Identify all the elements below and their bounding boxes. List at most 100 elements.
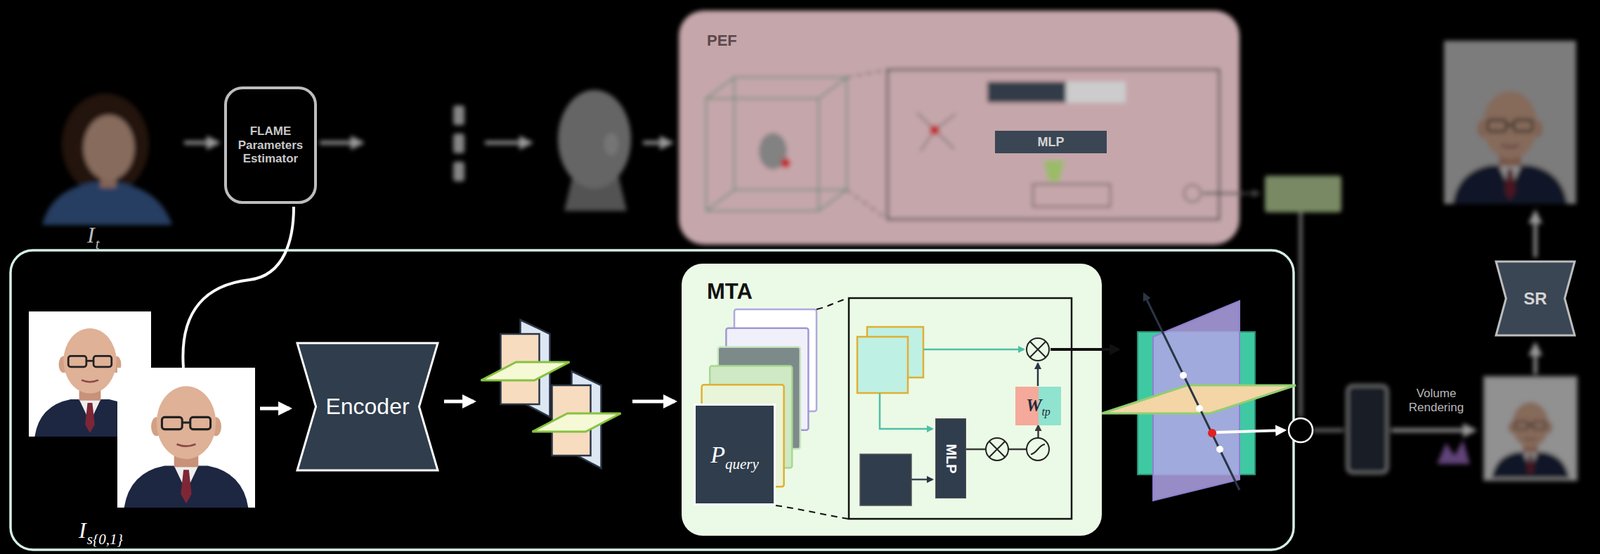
- text-group: FLAME Parameters Estimator: [231, 124, 310, 166]
- detail-frame: [848, 297, 1072, 519]
- flow-arrow: [642, 141, 672, 145]
- target-photo: [42, 93, 173, 225]
- flow-arrow: [1533, 212, 1538, 258]
- triplane-icon: [532, 371, 622, 468]
- node-text: Encoder: [325, 393, 409, 419]
- faded-renderer: [1264, 40, 1577, 480]
- flow-arrow: [632, 399, 675, 404]
- multiply-operator: [989, 441, 1005, 457]
- sr-block: SR: [1494, 259, 1577, 337]
- sigmoid-operator: [1030, 444, 1045, 454]
- volume-cube: [706, 189, 735, 211]
- flow-arrow: [444, 399, 474, 404]
- triplane-sampling: [1179, 371, 1187, 379]
- source-photos: [28, 311, 256, 508]
- volume-cube: [818, 189, 847, 211]
- image-label: I: [78, 517, 87, 544]
- node-text: P: [710, 441, 726, 468]
- operator-circle: [1184, 184, 1201, 202]
- volume-cube: [706, 77, 735, 99]
- weight-wire: [1037, 363, 1040, 386]
- text-group: Encoder: [325, 393, 409, 420]
- faded-pipeline: [42, 89, 672, 225]
- sigmoid-operator: [1026, 437, 1050, 461]
- flow-arrow: [184, 141, 218, 145]
- triplane-sampling: [1288, 418, 1313, 442]
- text-group: Pquery: [710, 440, 759, 468]
- flow-arrow: [259, 406, 290, 411]
- triplane-sampling: [1207, 428, 1217, 438]
- k-points-symbol: [916, 112, 956, 152]
- k-points-symbol: [929, 125, 940, 135]
- inner-frame: [887, 69, 1220, 220]
- hourglass-shape: [297, 342, 438, 471]
- mlp-box: MLP: [935, 418, 967, 499]
- target-photo: [61, 93, 149, 195]
- triplane-sampling: [1216, 445, 1224, 453]
- multiply-operator: [1026, 337, 1050, 361]
- head-mesh: [557, 89, 632, 211]
- weight-symbol: [1043, 160, 1065, 182]
- pef-panel-fill: [678, 10, 1240, 245]
- multiply-operator: [1026, 337, 1050, 361]
- query-card: Pquery: [693, 403, 776, 506]
- feature-wire: [879, 392, 933, 429]
- source-photos: [117, 367, 256, 508]
- pef-panel: PEF MLP: [678, 10, 1240, 245]
- label-subscript: s{0,1}: [87, 530, 123, 548]
- volume-cube: [706, 77, 847, 211]
- volume-cube: [706, 98, 819, 211]
- node-text: FLAME Parameters Estimator: [238, 124, 304, 166]
- wire: [1312, 428, 1344, 432]
- node-text: MLP: [943, 443, 960, 473]
- triplane-sampling: [1143, 293, 1240, 490]
- head-mesh: [557, 89, 632, 189]
- node-text: SR: [1523, 288, 1547, 308]
- text-group: Wtp: [1025, 395, 1051, 416]
- estimator-box: FLAME Parameters Estimator: [224, 86, 317, 204]
- parameter-marks: [453, 133, 465, 154]
- text-group: SR: [1523, 288, 1547, 309]
- embedding-box: [1264, 175, 1342, 213]
- density-icon: [1436, 439, 1471, 464]
- volume-cube: [734, 77, 847, 190]
- feature-bar: [1065, 81, 1126, 103]
- zoom-lines: [846, 69, 888, 220]
- step-label: Volume Rendering: [1393, 386, 1480, 414]
- flow-arrow: [1533, 344, 1538, 374]
- node-subscript: query: [725, 455, 759, 473]
- decoder-box: [1347, 385, 1388, 473]
- weight-tile: Wtp: [1015, 386, 1062, 426]
- node-text: MLP: [1037, 134, 1065, 149]
- multiply-operator: [985, 437, 1009, 461]
- triplane-sampling: [1216, 430, 1285, 433]
- volume-cube: [818, 77, 847, 99]
- triplane-sampling: [1195, 404, 1203, 412]
- zoom-lines: [775, 297, 849, 519]
- low-res-photo: [1484, 377, 1577, 480]
- sigmoid-operator: [1026, 437, 1050, 461]
- label-subscript: t: [95, 235, 100, 253]
- position-square: [860, 453, 912, 506]
- low-res-photo: [1491, 401, 1570, 478]
- flow-arrow: [1202, 192, 1260, 195]
- flow-arrow: [484, 141, 531, 145]
- node-text: W: [1025, 395, 1042, 415]
- image-label: I: [87, 222, 95, 249]
- multiply-operator: [1030, 341, 1046, 357]
- output-photo: [1444, 40, 1577, 204]
- flow-arrow: [319, 141, 362, 145]
- text-group: MLP: [1037, 134, 1065, 150]
- parameter-marks: [453, 105, 465, 126]
- feature-wire: [923, 348, 1024, 351]
- text-group: PEF: [706, 31, 738, 50]
- pef-illustration: [678, 10, 1260, 245]
- flow-arrow: [1391, 428, 1475, 433]
- node-text: PEF: [706, 31, 738, 50]
- position-wire: [911, 478, 933, 481]
